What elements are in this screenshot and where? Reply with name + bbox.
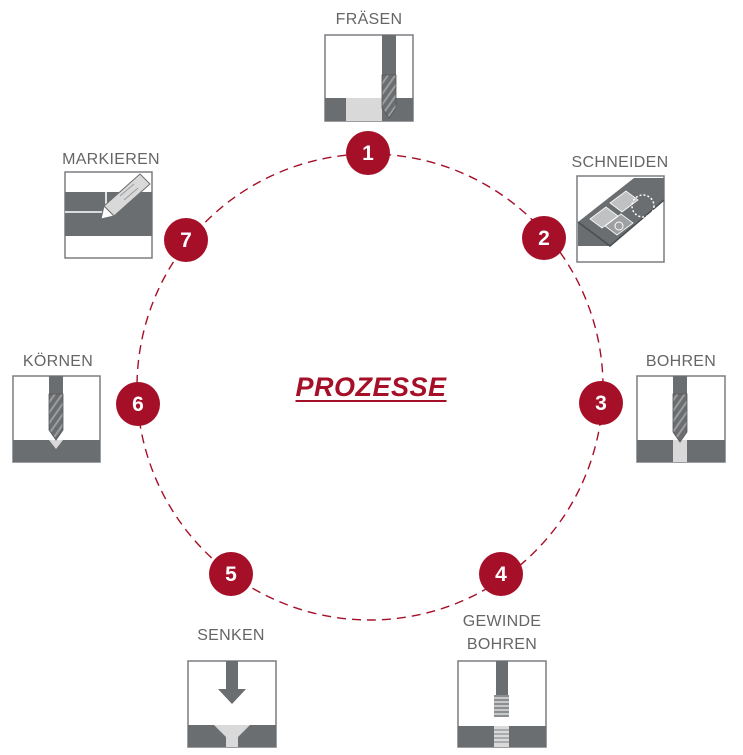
tapping-icon bbox=[457, 660, 547, 748]
diagram-title: PROZESSE bbox=[295, 372, 447, 402]
step-number: 1 bbox=[362, 142, 374, 165]
step-marker-6: 6 bbox=[116, 382, 160, 426]
step-label-3: BOHREN bbox=[645, 353, 717, 370]
step-marker-7: 7 bbox=[164, 218, 208, 262]
milling-icon bbox=[324, 34, 414, 122]
step-marker-3: 3 bbox=[579, 381, 623, 425]
step-label-6: KÖRNEN bbox=[22, 353, 94, 370]
step-marker-2: 2 bbox=[522, 216, 566, 260]
step-label-4-line1: GEWINDE bbox=[462, 613, 542, 630]
step-marker-5: 5 bbox=[209, 552, 253, 596]
step-label-1: FRÄSEN bbox=[335, 11, 403, 28]
step-number: 5 bbox=[225, 563, 237, 586]
step-label-4-line2: BOHREN bbox=[466, 636, 538, 653]
step-marker-4: 4 bbox=[479, 552, 523, 596]
step-label-5: SENKEN bbox=[197, 627, 265, 644]
step-label-7: MARKIEREN bbox=[62, 151, 160, 168]
center-punch-icon bbox=[12, 375, 101, 463]
step-number: 6 bbox=[132, 393, 144, 416]
cutting-sheet-icon bbox=[576, 175, 665, 263]
step-label-2: SCHNEIDEN bbox=[571, 154, 669, 171]
countersinking-icon bbox=[187, 660, 277, 748]
step-number: 4 bbox=[495, 563, 507, 586]
step-number: 3 bbox=[595, 392, 607, 415]
step-marker-1: 1 bbox=[346, 131, 390, 175]
drilling-icon bbox=[636, 375, 726, 463]
marking-icon bbox=[64, 171, 153, 259]
step-number: 7 bbox=[180, 229, 192, 252]
step-number: 2 bbox=[538, 227, 550, 250]
